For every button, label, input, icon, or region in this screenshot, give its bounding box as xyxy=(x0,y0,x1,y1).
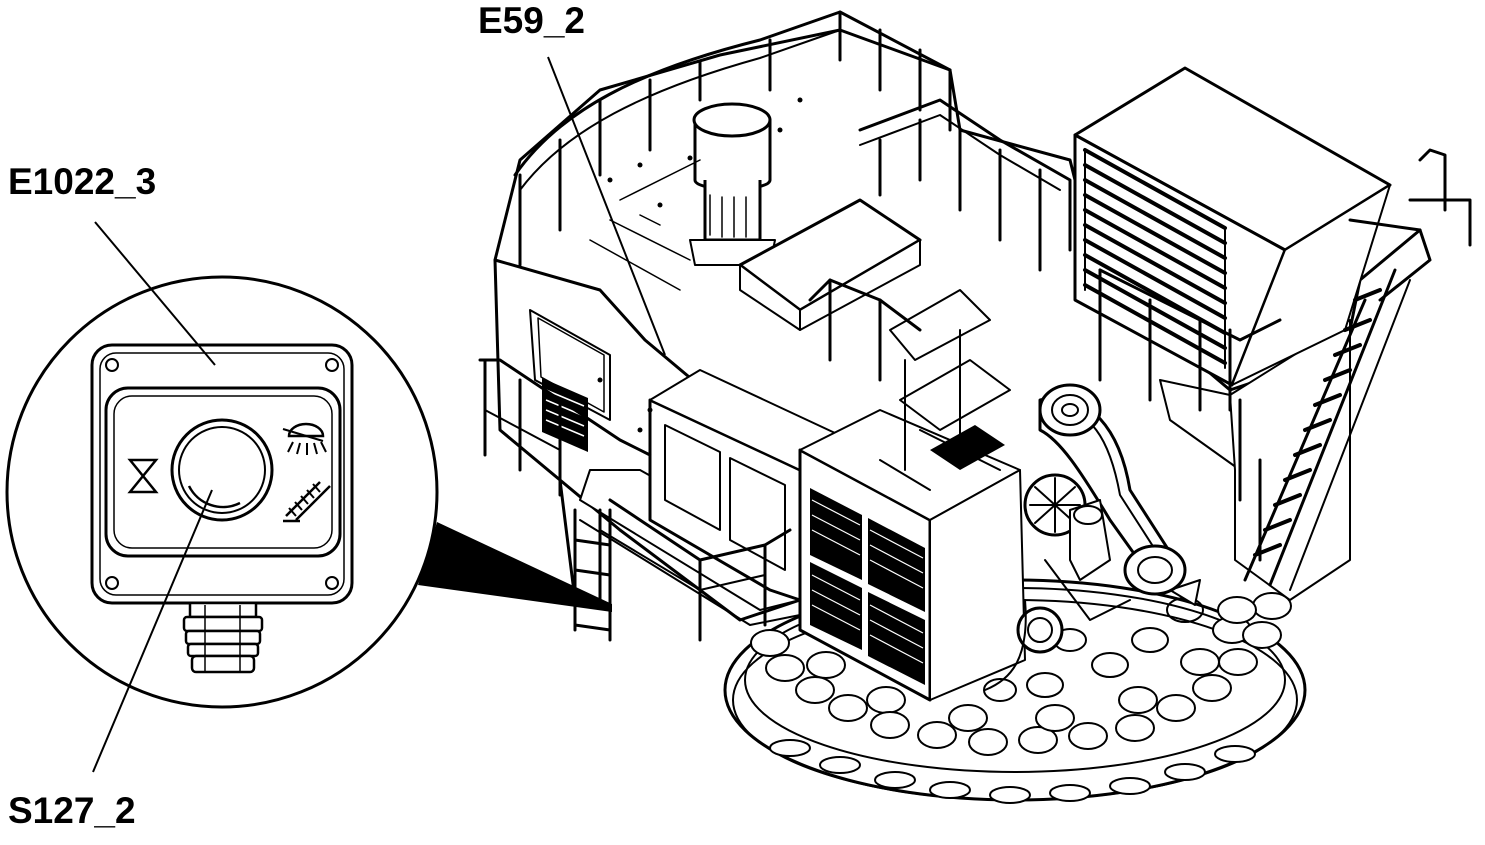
callout-s127-2: S127_2 xyxy=(8,790,136,831)
access-ladder xyxy=(1243,268,1411,591)
handrails xyxy=(478,10,1472,642)
ladder-icon xyxy=(283,481,331,523)
leader-lines xyxy=(92,56,666,773)
machine-body xyxy=(493,28,1422,702)
side-ladder xyxy=(573,508,612,642)
mounting-screw xyxy=(105,358,339,590)
hourglass-icon xyxy=(127,458,159,494)
callout-e59-2: E59_2 xyxy=(478,0,585,41)
magnifier-wedge xyxy=(418,522,612,612)
leader-line-e59 xyxy=(547,56,666,356)
roller-row-bottom xyxy=(769,739,1256,804)
callout-e1022-3: E1022_3 xyxy=(8,161,157,202)
cable-gland xyxy=(182,601,264,674)
roller-domes xyxy=(750,592,1292,756)
leader-line-e1022 xyxy=(94,221,216,366)
leader-line-s127 xyxy=(92,489,213,773)
lamp-icon xyxy=(282,422,327,455)
cooler-grilles xyxy=(810,488,925,685)
switch-box xyxy=(90,343,354,674)
drive-belts xyxy=(984,383,1187,691)
rear-radiator-unit xyxy=(1073,66,1392,387)
exhaust-stack xyxy=(689,102,776,266)
push-button[interactable] xyxy=(170,418,274,522)
